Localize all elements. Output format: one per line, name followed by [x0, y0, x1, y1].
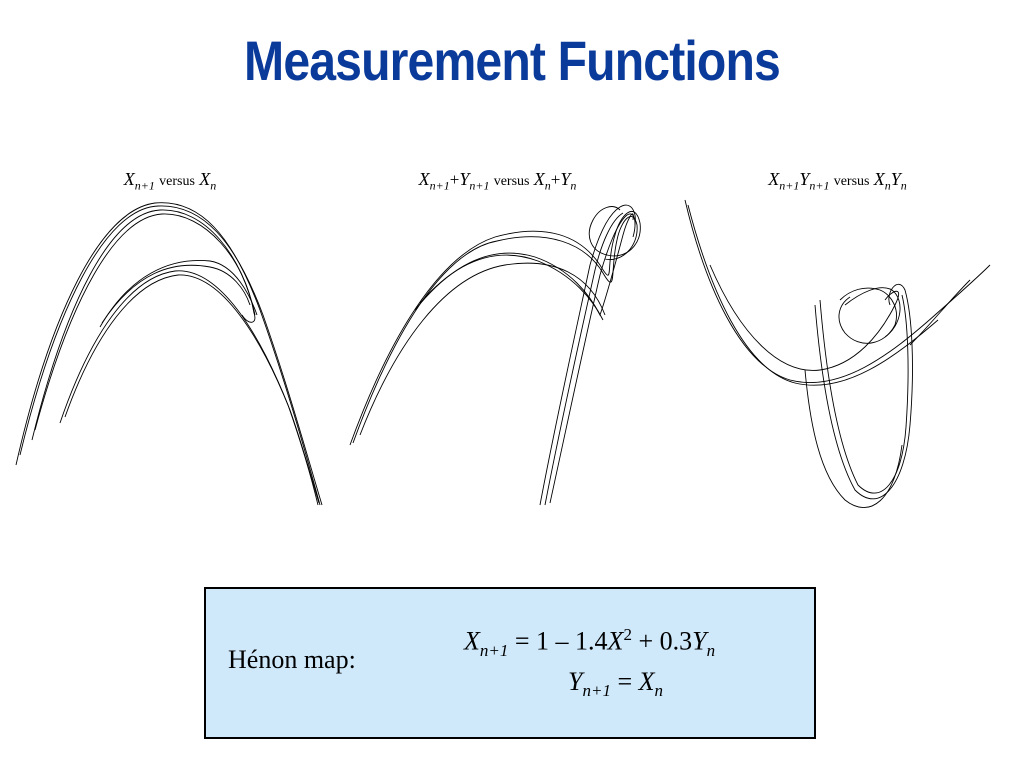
label-var: Y [890, 169, 901, 189]
label-var: X [768, 169, 780, 189]
eq-var: Y [692, 626, 707, 656]
plot-label: Xn+1 versus Xn [10, 169, 330, 193]
attractor-strand [549, 213, 636, 504]
label-sub: n+1 [779, 178, 800, 193]
plot-xy-product: Xn+1Yn+1 versus XnYn [680, 165, 995, 515]
plot-label: Xn+1Yn+1 versus XnYn [680, 169, 995, 193]
label-versus: versus [833, 174, 870, 189]
label-sub: n [884, 178, 891, 193]
attractor-strand [352, 216, 638, 444]
eq-var: X [464, 626, 480, 656]
attractor-strand [909, 279, 971, 346]
eq-var: Y [568, 667, 583, 696]
attractor-strand [814, 283, 913, 500]
eq-text: = 1 – 1.4 [514, 626, 608, 656]
attractor-strand [34, 213, 256, 431]
label-sub: n+1 [809, 178, 830, 193]
attractor-strand [19, 205, 323, 506]
attractor-strand [838, 287, 897, 344]
attractor-strand [31, 209, 256, 441]
eq-var: X [607, 626, 624, 656]
attractor-strand [359, 262, 606, 436]
label-sub: n [900, 178, 907, 193]
label-var: X [873, 169, 885, 189]
equation-y: Yn+1 = Xn [568, 667, 663, 701]
label-versus: versus [159, 174, 195, 189]
attractor-strand [64, 274, 320, 504]
label-versus: versus [493, 174, 530, 189]
eq-sub: n+1 [582, 681, 611, 701]
label-sub: n+1 [469, 178, 490, 193]
eq-sub: n+1 [479, 640, 509, 660]
henon-map-box: Hénon map: Xn+1 = 1 – 1.4X2 + 0.3Yn Yn+1… [204, 587, 816, 739]
eq-sub: n [706, 640, 716, 660]
plot-label: Xn+1+Yn+1 versus Xn+Yn [345, 169, 650, 193]
eq-text: + 0.3 [638, 626, 693, 656]
attractor-strand [687, 204, 939, 386]
label-var: X [199, 169, 211, 189]
attractor-strand [684, 199, 991, 384]
henon-map-label: Hénon map: [228, 645, 356, 674]
attractor-strand [844, 287, 901, 338]
label-var: Y [459, 169, 470, 189]
attractor-strand [414, 213, 634, 317]
attractor-strand [544, 212, 624, 506]
attractor-curve [684, 199, 991, 508]
eq-sup: 2 [623, 625, 632, 644]
eq-var: X [638, 667, 655, 696]
plot-xn1-vs-xn: Xn+1 versus Xn [10, 165, 330, 515]
attractor-strand [804, 369, 903, 508]
label-var: X [533, 169, 545, 189]
label-var: X [418, 169, 430, 189]
label-var: X [123, 169, 135, 189]
label-var: Y [560, 169, 571, 189]
attractor-curve [349, 204, 641, 506]
attractor-strand [709, 264, 900, 371]
plot-xy-sum: Xn+1+Yn+1 versus Xn+Yn [345, 165, 650, 515]
attractor-strand [539, 204, 636, 506]
slide-title: Measurement Functions [244, 29, 781, 92]
attractor-strand [15, 202, 321, 506]
equation-x: Xn+1 = 1 – 1.4X2 + 0.3Yn [464, 625, 715, 661]
eq-text: = [617, 667, 633, 696]
attractor-strand [99, 260, 258, 328]
label-sub: n+1 [134, 178, 155, 193]
attractor-strand [101, 264, 251, 324]
label-sub: n+1 [429, 178, 450, 193]
label-sub: n [210, 178, 217, 193]
attractor-strand [349, 206, 641, 446]
attractor-strand [819, 294, 909, 494]
label-sub: n [544, 178, 551, 193]
attractor-strand [419, 254, 604, 321]
attractor-strand [59, 270, 319, 506]
attractor-curve [15, 202, 323, 506]
label-plus: + [550, 170, 561, 189]
label-var: Y [799, 169, 810, 189]
eq-sub: n [654, 681, 664, 701]
label-sub: n [570, 178, 577, 193]
label-plus: + [449, 170, 460, 189]
